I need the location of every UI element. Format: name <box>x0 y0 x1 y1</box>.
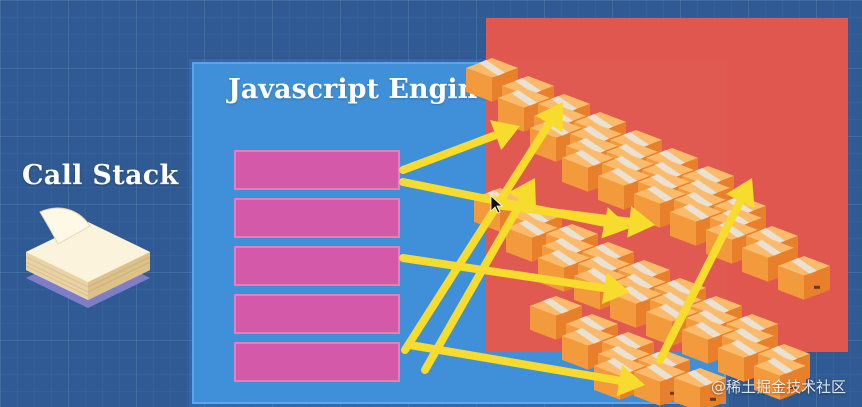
watermark: @稀土掘金技术社区 <box>710 378 846 396</box>
paper-stack-icon <box>25 207 151 308</box>
stack-frame <box>234 294 400 334</box>
reference-arrow <box>401 102 563 354</box>
cursor-icon <box>490 195 504 214</box>
reference-arrow <box>421 178 536 374</box>
engine-title: Javascript Engine <box>228 74 495 105</box>
package-box <box>674 368 726 407</box>
package-box <box>742 238 794 282</box>
reference-arrow <box>491 201 655 238</box>
stack-frame <box>234 150 400 190</box>
reference-arrow <box>399 120 520 174</box>
package-box <box>634 184 686 228</box>
call-stack-title: Call Stack <box>22 160 179 191</box>
reference-arrow <box>399 254 630 304</box>
stack-frame <box>234 246 400 286</box>
reference-arrow <box>656 178 755 364</box>
package-box <box>754 356 806 400</box>
reference-arrow <box>406 341 645 397</box>
heap-boxes <box>466 58 830 407</box>
stack-frame <box>234 198 400 238</box>
stack-frame <box>234 342 400 382</box>
package-box <box>530 296 582 340</box>
package-box <box>778 256 830 300</box>
reference-arrows <box>399 102 755 397</box>
